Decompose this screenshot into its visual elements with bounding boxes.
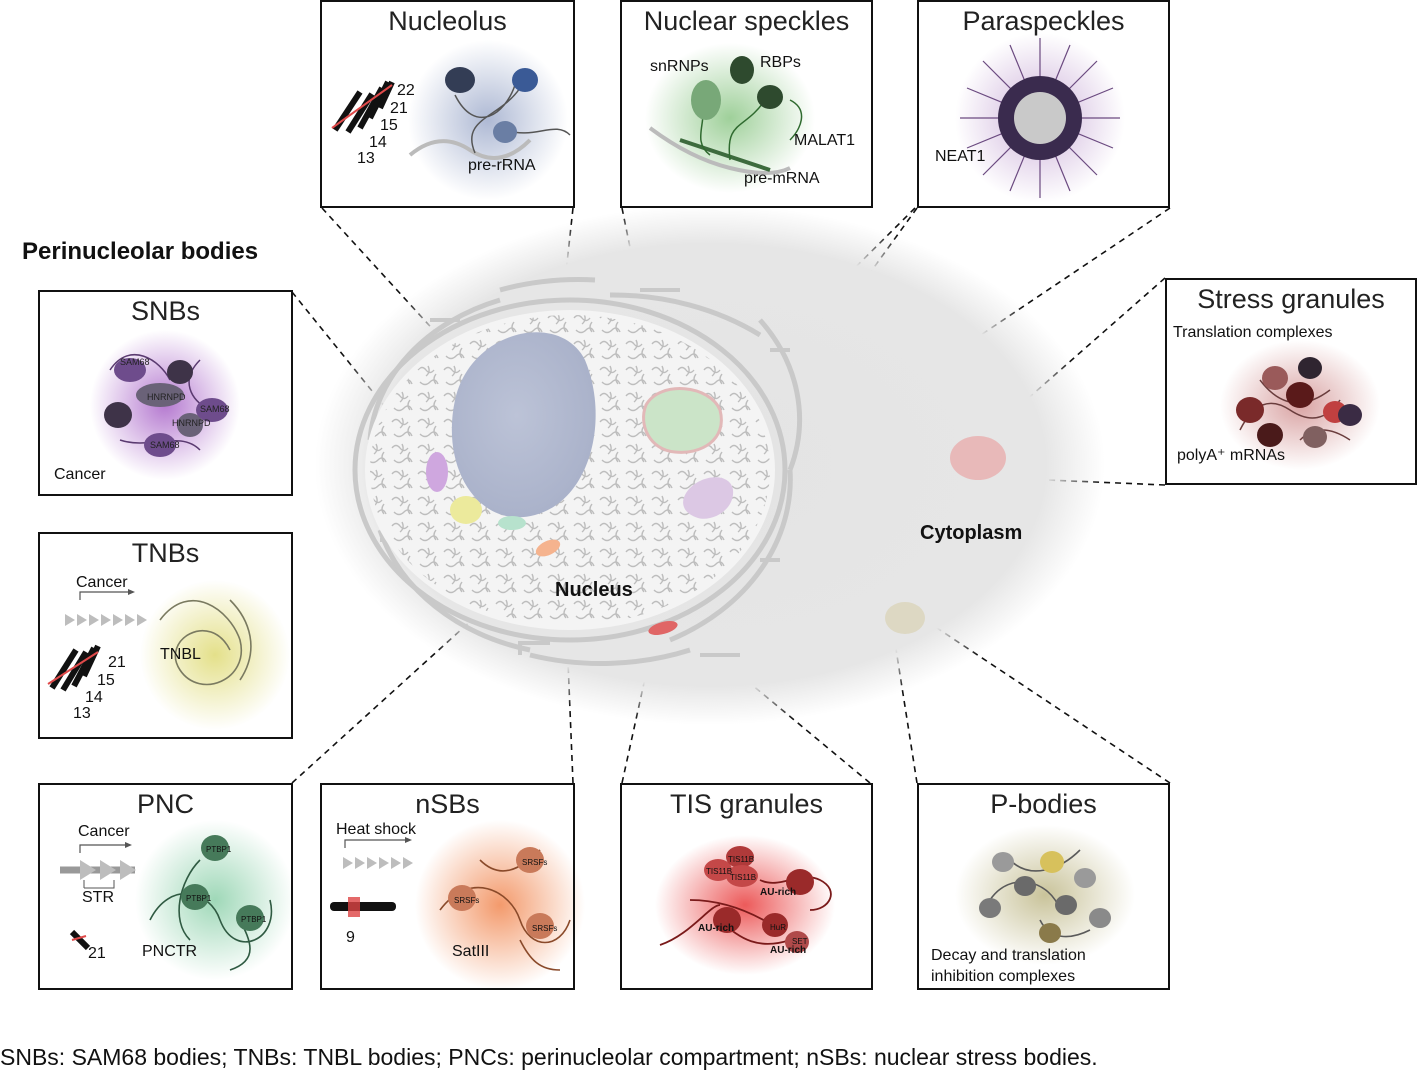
tis-body: [648, 621, 678, 635]
str-label: STR: [82, 889, 114, 906]
nsbs-art: [330, 820, 585, 990]
tnbs-title: TNBs: [131, 538, 200, 568]
chrom-label-15: 15: [380, 117, 398, 134]
cytoplasm-label: Cytoplasm: [920, 522, 1023, 544]
translation-complexes-label: Translation complexes: [1173, 324, 1333, 341]
chrom-label-13: 13: [357, 150, 375, 167]
decay-label-line1: Decay and translation: [931, 947, 1086, 964]
rbps-label: RBPs: [760, 54, 801, 71]
heat-shock-label: Heat shock: [336, 821, 417, 838]
hur-label: HuR: [770, 923, 787, 932]
paraspeckles-panel: Paraspeckles NEAT1: [917, 0, 1170, 208]
nuclear-envelope: [352, 277, 802, 667]
paraspeckles-art: [955, 33, 1125, 203]
snbs-panel: SNBs SAM68 HNRNPD HNRNPD SAM68 SAM68 Can…: [38, 290, 293, 496]
nucleolus-title: Nucleolus: [388, 6, 507, 36]
nsb-chrom-9: 9: [346, 929, 355, 946]
chrom-label-22: 22: [397, 82, 415, 99]
ptbp1-label-1: PTBP1: [206, 845, 232, 854]
nsbs-panel: nSBs Heat shock 9 SatIII SRSFs SRSFs SRS…: [320, 783, 575, 990]
hnrnpd-label-2: HNRNPD: [172, 418, 211, 428]
au-rich-label-1: AU-rich: [760, 887, 797, 898]
pnc-body: [498, 516, 526, 530]
set-label: SET: [792, 937, 808, 946]
tnb-body: [450, 496, 482, 524]
snbs-art: [90, 330, 240, 480]
nucleolus-art: [331, 40, 571, 200]
srsfs-label-1: SRSFs: [522, 858, 548, 867]
pnctr-label: PNCTR: [142, 943, 198, 960]
neat1-label: NEAT1: [935, 148, 986, 165]
tis-panel: TIS granules TIS11B TIS11B TIS11B AU-ric…: [620, 783, 873, 990]
pnc-art: [60, 820, 295, 980]
footer-legend: SNBs: SAM68 bodies; TNBs: TNBL bodies; P…: [0, 1044, 1098, 1070]
snb-body: [426, 452, 448, 492]
stress-panel: Stress granules Translation complexes po…: [1165, 278, 1417, 485]
tis11b-label-1: TIS11B: [706, 867, 733, 876]
p-body-body: [885, 602, 925, 634]
pbodies-art: [955, 825, 1135, 965]
speckles-title: Nuclear speckles: [643, 6, 850, 36]
satiii-label: SatIII: [452, 943, 490, 960]
speckles-panel: Nuclear speckles snRNPs RBPs MALAT1 pre-…: [620, 0, 873, 208]
au-rich-label-2: AU-rich: [698, 923, 735, 934]
tis11b-label-2: TIS11B: [728, 855, 755, 864]
nsbs-title: nSBs: [415, 789, 480, 819]
snbs-cancer-label: Cancer: [54, 466, 106, 483]
tnb-chrom-21: 21: [108, 654, 126, 671]
sam68-label-3: SAM68: [150, 440, 180, 450]
srsfs-label-2: SRSFs: [454, 896, 480, 905]
sam68-label-1: SAM68: [120, 357, 150, 367]
tis-art: [655, 835, 835, 975]
pbodies-panel: P-bodies Decay and translation inhibitio…: [917, 783, 1170, 990]
tnbl-label: TNBL: [160, 646, 201, 663]
speckles-art: [645, 43, 815, 193]
tnb-chrom-15: 15: [97, 672, 115, 689]
perinucleolar-heading: Perinucleolar bodies: [22, 238, 259, 265]
chrom-label-14: 14: [369, 134, 387, 151]
pnc-panel: PNC Cancer STR 21 PNCTR PTBP1 PTBP1 PTBP…: [38, 783, 293, 990]
polya-label: polyA⁺ mRNAs: [1177, 447, 1286, 464]
tis11b-label-3: TIS11B: [730, 873, 757, 882]
speckle-body: [642, 387, 723, 454]
pnc-cancer-label: Cancer: [78, 823, 130, 840]
tnb-chrom-13: 13: [73, 705, 91, 722]
paraspeckle-body: [683, 477, 734, 519]
paraspeckles-title: Paraspeckles: [962, 6, 1125, 36]
tnbs-panel: TNBs Cancer TNBL 21 15 14 13: [38, 532, 293, 739]
pre-rrna-label: pre-rRNA: [468, 157, 536, 174]
stress-granule-body: [950, 436, 1006, 480]
chrom-label-21: 21: [390, 100, 408, 117]
ptbp1-label-3: PTBP1: [241, 915, 267, 924]
pbodies-title: P-bodies: [990, 789, 1097, 819]
nsb-body: [535, 539, 561, 557]
stress-title: Stress granules: [1197, 284, 1385, 314]
au-rich-label-3: AU-rich: [770, 945, 807, 956]
tnb-chrom-14: 14: [85, 689, 103, 706]
decay-label-line2: inhibition complexes: [931, 968, 1076, 985]
malat1-label: MALAT1: [794, 132, 856, 149]
tnbs-cancer-label: Cancer: [76, 574, 128, 591]
tnbs-art: [47, 580, 290, 730]
hnrnpd-label-1: HNRNPD: [147, 392, 186, 402]
sam68-label-2: SAM68: [200, 404, 230, 414]
tis-title: TIS granules: [669, 789, 824, 819]
snbs-title: SNBs: [130, 296, 201, 326]
stress-art: [1220, 340, 1380, 470]
srsfs-label-3: SRSFs: [532, 924, 558, 933]
pre-mrna-label: pre-mRNA: [744, 170, 820, 187]
nucleolus-panel: Nucleolus 22 21 15 14 13 pre-rRNA: [320, 0, 575, 208]
pnc-title: PNC: [136, 789, 194, 819]
pnc-chrom-21: 21: [88, 945, 106, 962]
ptbp1-label-2: PTBP1: [186, 894, 212, 903]
nucleus-label: Nucleus: [555, 579, 633, 601]
snrnps-label: snRNPs: [650, 58, 709, 75]
nucleolus-body: [451, 332, 596, 518]
